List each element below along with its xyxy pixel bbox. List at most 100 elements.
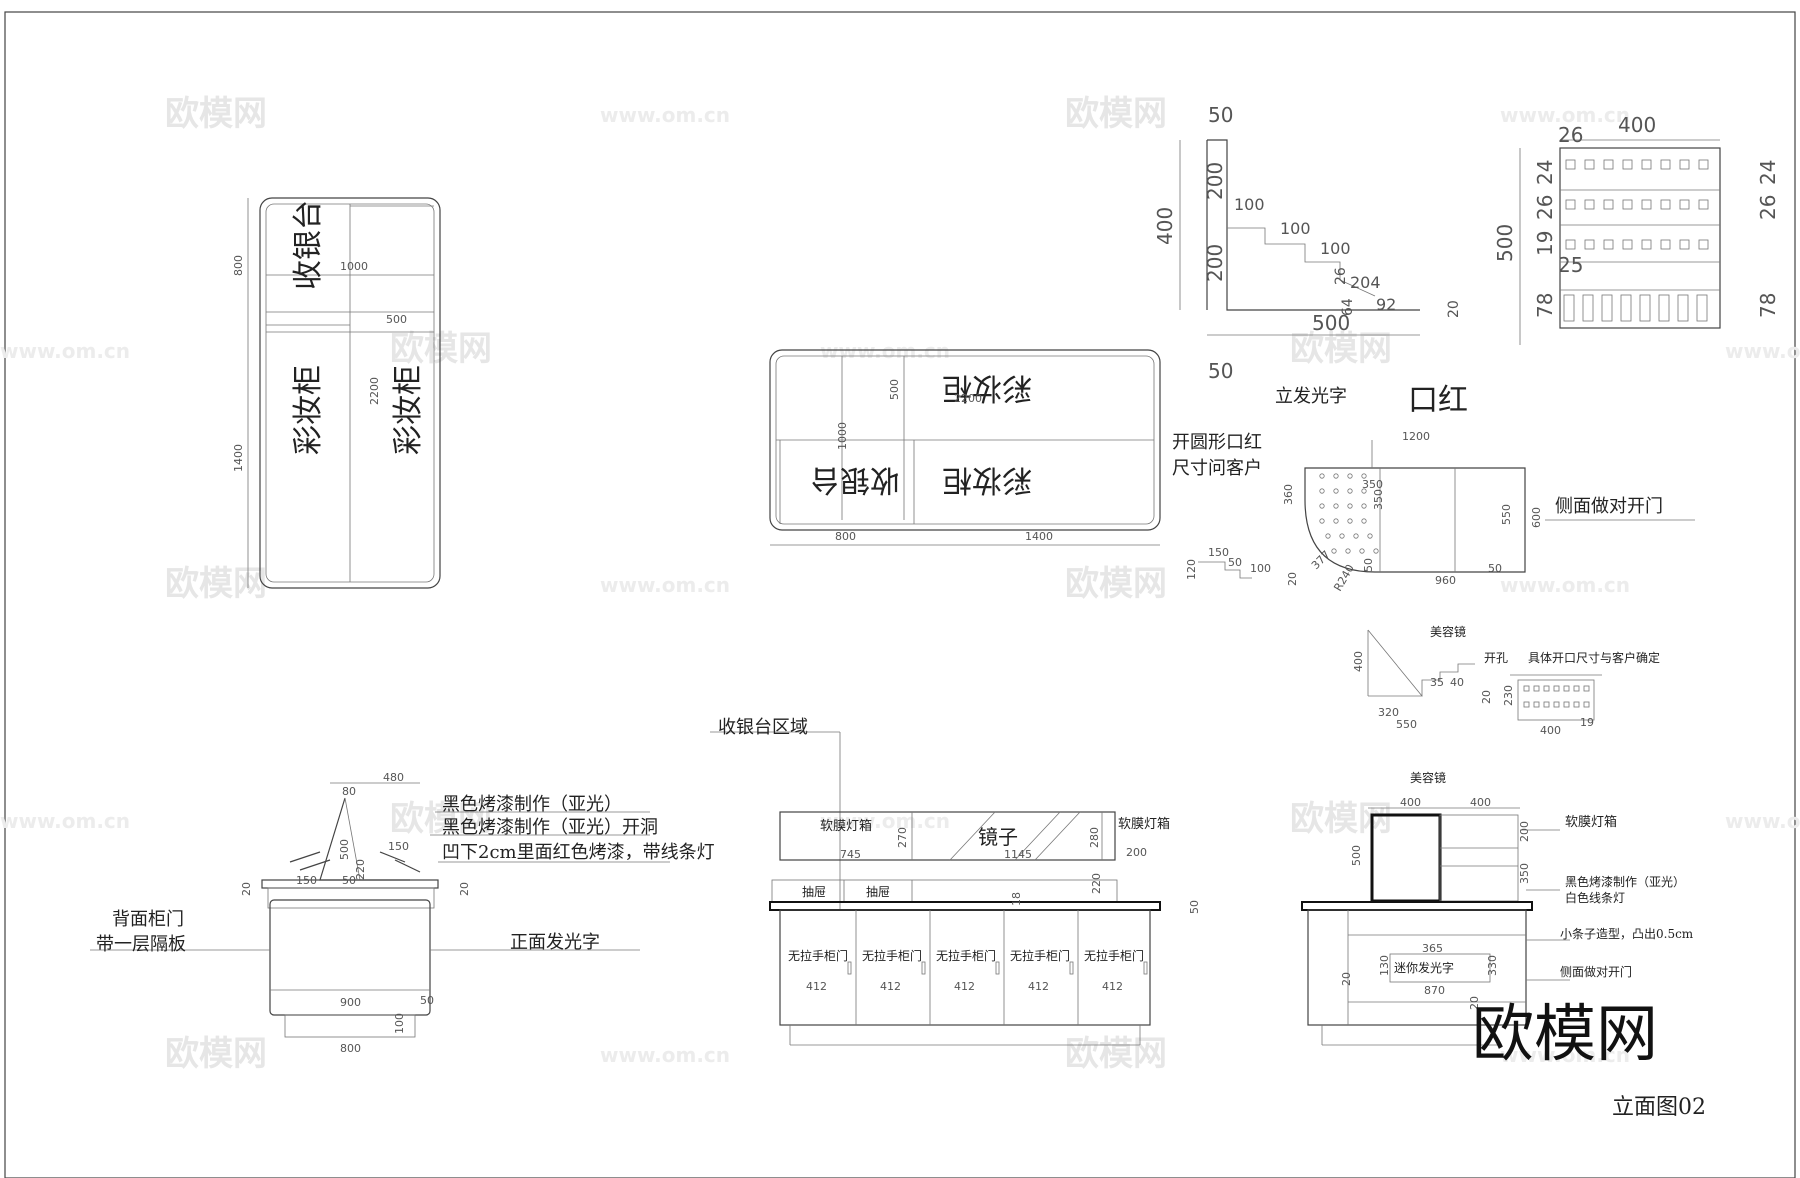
- shelf-label: 带一层隔板: [96, 934, 186, 955]
- lipstick-hole: [1698, 239, 1709, 250]
- lipplan-dim: 50: [1488, 562, 1502, 575]
- door-dim: 412: [806, 980, 827, 993]
- watermark-url: www.om.cn: [1500, 103, 1630, 127]
- lipstick-dot: [1319, 473, 1325, 479]
- size-ask-client-label: 尺寸问客户: [1172, 458, 1262, 479]
- elevl-dim: 20: [240, 882, 253, 896]
- lipstick-slot: [1677, 294, 1689, 322]
- lipstick-hole-dots: [1319, 473, 1379, 554]
- lipstick-hole: [1584, 199, 1595, 210]
- lipstick-dot: [1333, 503, 1339, 509]
- side-dim: 400: [1153, 207, 1177, 245]
- lipstick-slot: [1658, 294, 1670, 322]
- side-dim: 100: [1280, 219, 1311, 238]
- watermark-url: www.om.cn: [820, 809, 950, 833]
- lipstick-dot: [1367, 533, 1373, 539]
- side-dim: 50: [1208, 103, 1233, 127]
- watermark-brand: 欧模网: [390, 799, 492, 839]
- lipstick-hole: [1622, 159, 1633, 170]
- mirror-hole: [1573, 701, 1580, 708]
- elevl-dim: 480: [383, 771, 404, 784]
- lipstick-dot: [1333, 488, 1339, 494]
- side-section-view: 50 200 400 200 100 100 100 204 92 64 26 …: [1153, 103, 1462, 383]
- black-matte-label: 黑色烤漆制作（亚光）: [442, 794, 622, 815]
- side-dim: 50: [1208, 359, 1233, 383]
- lipstick-dot: [1347, 473, 1353, 479]
- round-hole-label: 开圆形口红: [1172, 432, 1262, 453]
- elevm-dim: 1145: [1004, 848, 1032, 861]
- plan1-cabinet-label-a: 彩妆柜: [291, 365, 326, 455]
- lipstick-hole: [1679, 239, 1690, 250]
- lipplan-dim: 960: [1435, 574, 1456, 587]
- plan-view-vertical: 收银台 彩妆柜 彩妆柜 800 1000 500 2200 1400: [232, 197, 441, 589]
- plan2-dim: 1000: [836, 422, 849, 450]
- elevl-dim: 800: [340, 1042, 361, 1055]
- elevl-dim: 80: [342, 785, 356, 798]
- lipplan-dim: 360: [1282, 484, 1295, 505]
- lipstick-label: 口红: [1408, 383, 1468, 418]
- mirror-hole: [1553, 685, 1560, 692]
- watermark-brand: 欧模网: [165, 564, 267, 604]
- lightbox-right-label: 软膜灯箱: [1118, 816, 1170, 832]
- elevm-dim: 50: [1188, 900, 1201, 914]
- plan1-dim: 1400: [232, 444, 245, 472]
- side-dim: 100: [1234, 195, 1265, 214]
- cabinet-door-label: 无拉手柜门: [1010, 948, 1070, 963]
- black-matte-hole-label: 黑色烤漆制作（亚光）开洞: [442, 817, 658, 838]
- lipstick-hole: [1698, 199, 1709, 210]
- mirror-hole: [1523, 701, 1530, 708]
- elevr-dim: 20: [1340, 972, 1353, 986]
- mirror-hole: [1543, 701, 1550, 708]
- grid-dim: 19: [1533, 231, 1557, 256]
- lipstick-plan-view: 立发光字 口红 开圆形口红 尺寸问客户 侧面做对开门 1200 360 350 …: [1172, 383, 1695, 594]
- lipstick-dot: [1361, 473, 1367, 479]
- lipstick-hole: [1679, 159, 1690, 170]
- recessed-red-label: 凹下2cm里面红色烤漆，带线条灯: [442, 842, 715, 863]
- back-door-label: 背面柜门: [112, 909, 184, 930]
- grid-dim: 26: [1533, 195, 1557, 220]
- plan1-dim: 500: [386, 313, 407, 326]
- mirror-hole-dots: [1523, 685, 1590, 708]
- side-dim: 92: [1376, 295, 1396, 314]
- mirror-dim: 35: [1430, 676, 1444, 689]
- mirror-hole: [1563, 701, 1570, 708]
- mirror-dim: 400: [1352, 651, 1365, 672]
- right-lightbox-label: 软膜灯箱: [1565, 814, 1617, 830]
- watermark-url: www.om.cn: [0, 339, 130, 363]
- grid-dim: 78: [1533, 293, 1557, 318]
- mirror-dim: 550: [1396, 718, 1417, 731]
- grid-dim: 500: [1493, 224, 1517, 262]
- lipstick-dot: [1319, 488, 1325, 494]
- plan2-dim: 500: [888, 379, 901, 400]
- elevr-dim: 130: [1378, 955, 1391, 976]
- elevl-dim: 500: [338, 839, 351, 860]
- watermark-brand: 欧模网: [1290, 329, 1392, 369]
- mirror-hole: [1553, 701, 1560, 708]
- mirror-dim: 20: [1480, 690, 1493, 704]
- door-push-icon: [1069, 961, 1074, 975]
- elevm-dim: 220: [1090, 873, 1103, 894]
- elevr-dim: 350: [1518, 863, 1531, 884]
- plan1-dim: 800: [232, 255, 245, 276]
- mirror-hole: [1583, 685, 1590, 692]
- watermark-url: www.om.cn: [1725, 809, 1800, 833]
- right-side-door-label: 侧面做对开门: [1560, 964, 1632, 979]
- elevr-dim: 330: [1486, 955, 1499, 976]
- side-dim: 500: [1312, 311, 1350, 335]
- lipplan-dim: 377: [1309, 548, 1333, 572]
- lipstick-dot: [1333, 518, 1339, 524]
- lipstick-dot: [1331, 548, 1337, 554]
- lipstick-hole: [1622, 199, 1633, 210]
- side-dim: 64: [1340, 298, 1356, 316]
- lipplan-dim: 100: [1250, 562, 1271, 575]
- lipstick-slot: [1582, 294, 1594, 322]
- elevm-dim: 200: [1126, 846, 1147, 859]
- grid-dim: 400: [1618, 113, 1656, 137]
- lipstick-hole: [1603, 239, 1614, 250]
- lipstick-hole: [1660, 159, 1671, 170]
- lipstick-hole: [1603, 199, 1614, 210]
- lipplan-dim: 350: [1372, 489, 1385, 510]
- grid-dim: 26: [1558, 123, 1583, 147]
- elevl-dim: 150: [296, 874, 317, 887]
